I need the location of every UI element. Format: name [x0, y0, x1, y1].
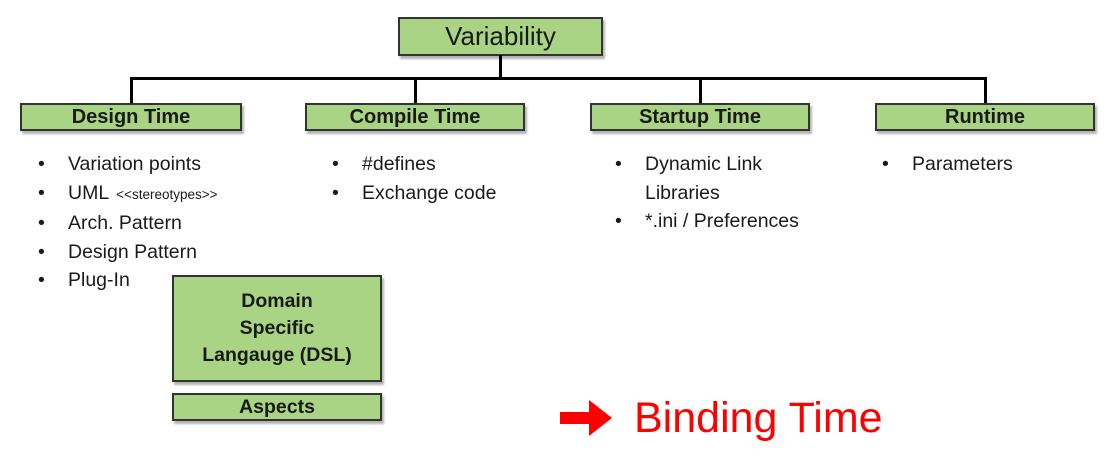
list-item-text: Variation points — [68, 153, 201, 175]
list-item: Dynamic Link Libraries — [605, 150, 810, 207]
node-design-time-label: Design Time — [71, 105, 191, 128]
list-item-text: UML — [68, 181, 110, 204]
list-item-stereotype-suffix: <<stereotypes>> — [116, 186, 218, 202]
node-runtime: Runtime — [875, 103, 1095, 131]
dsl-line-2: Specific — [239, 317, 315, 339]
list-item-text: Design Pattern — [68, 240, 197, 263]
dsl-line-3: Langauge (DSL) — [202, 344, 352, 366]
compile-time-list: #defines Exchange code — [322, 150, 562, 207]
node-aspects: Aspects — [172, 393, 382, 421]
node-compile-time-label: Compile Time — [349, 105, 481, 128]
list-item-text: Plug-In — [68, 269, 130, 291]
dsl-line-1: Domain — [241, 290, 313, 312]
connector-root-vertical — [499, 55, 502, 79]
design-time-list: Variation points UML <<stereotypes>> Arch… — [28, 150, 308, 295]
node-runtime-label: Runtime — [945, 105, 1025, 128]
connector-stub-runtime — [984, 78, 987, 104]
list-item-text: Parameters — [912, 153, 1013, 175]
node-compile-time: Compile Time — [305, 103, 525, 131]
list-item-text: Exchange code — [362, 181, 497, 204]
list-item: Design Pattern — [28, 238, 308, 267]
connector-stub-design-time — [130, 78, 133, 104]
list-item: *.ini / Preferences — [605, 207, 810, 236]
list-item-text: *.ini / Preferences — [645, 210, 799, 232]
connector-stub-startup-time — [699, 78, 702, 104]
node-startup-time-label: Startup Time — [639, 105, 761, 128]
list-item: Parameters — [872, 150, 1102, 179]
connector-stub-compile-time — [414, 78, 417, 104]
binding-time-label: Binding Time — [634, 393, 883, 442]
runtime-list: Parameters — [872, 150, 1102, 179]
list-item: UML <<stereotypes>> — [28, 179, 308, 210]
node-variability: Variability — [398, 17, 603, 56]
node-aspects-label: Aspects — [239, 395, 315, 418]
list-item: Variation points — [28, 150, 308, 179]
list-item-text: Arch. Pattern — [68, 212, 182, 234]
node-design-time: Design Time — [20, 103, 242, 131]
right-arrow-icon — [560, 400, 612, 436]
list-item-text: Dynamic Link Libraries — [645, 153, 763, 204]
list-item: Exchange code — [322, 179, 562, 208]
list-item: #defines — [322, 150, 562, 179]
node-startup-time: Startup Time — [590, 103, 810, 131]
connector-horizontal — [130, 77, 987, 80]
list-item-text: #defines — [362, 153, 436, 175]
list-item: Arch. Pattern — [28, 209, 308, 238]
binding-time-annotation: Binding Time — [560, 390, 883, 446]
node-domain-specific-language: Domain Specific Langauge (DSL) — [172, 275, 382, 382]
node-variability-label: Variability — [445, 21, 556, 51]
startup-time-list: Dynamic Link Libraries *.ini / Preferenc… — [605, 150, 810, 236]
list-item: Plug-In — [28, 266, 308, 295]
